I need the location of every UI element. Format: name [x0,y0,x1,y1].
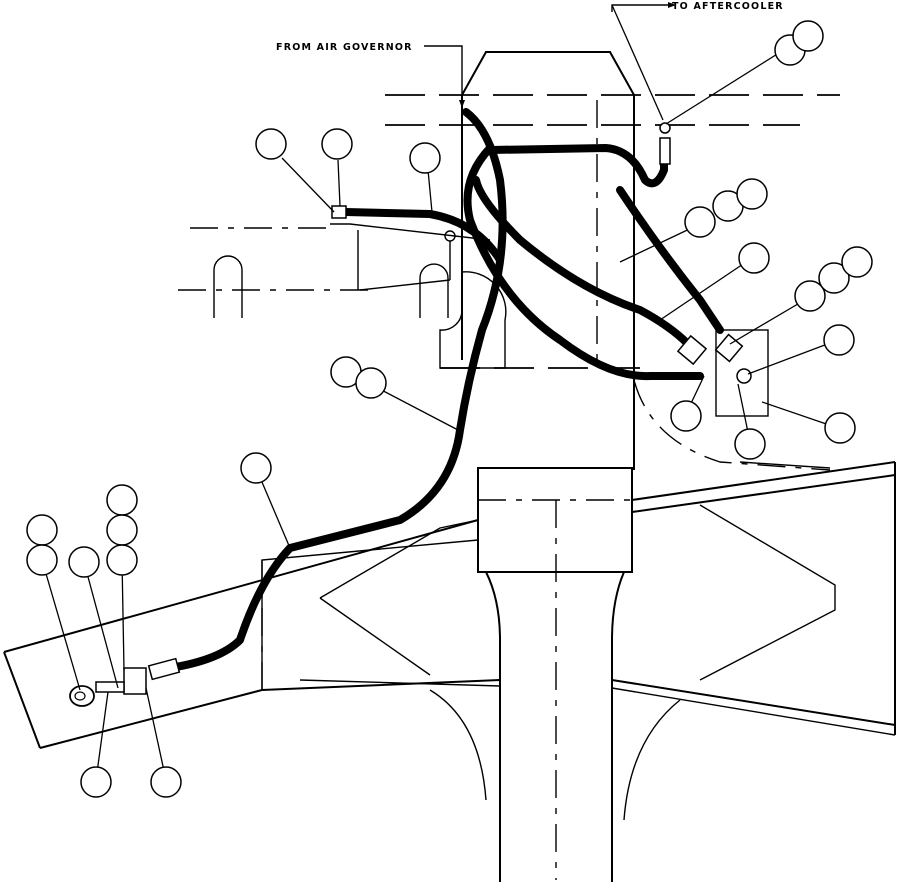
callout-bubble [68,546,100,578]
callout-bubble [824,412,856,444]
callout-bubble [355,367,387,399]
callout-bubble [841,246,873,278]
callout-bubbles [26,20,873,798]
hose-fittings [69,122,752,707]
callout-bubble [823,324,855,356]
callout-bubble [818,262,850,294]
callout-bubble [150,766,182,798]
callout-bubble [106,484,138,516]
callout-bubble [321,128,353,160]
callout-bubble [409,142,441,174]
label-from-air-governor: FROM AIR GOVERNOR [276,42,413,53]
callout-bubble [240,452,272,484]
callout-bubble [736,178,768,210]
callout-bubble [684,206,716,238]
callout-bubble [255,128,287,160]
callout-bubble [734,428,766,460]
callout-bubble [738,242,770,274]
callout-bubble [106,544,138,576]
callout-bubble [26,544,58,576]
callout-bubble [794,280,826,312]
callout-bubble [106,514,138,546]
label-to-aftercooler: TO AFTERCOOLER [672,1,784,12]
callout-bubble [792,20,824,52]
callout-bubble [670,400,702,432]
callout-bubble [26,514,58,546]
callout-bubble [80,766,112,798]
air-hoses [166,108,724,672]
